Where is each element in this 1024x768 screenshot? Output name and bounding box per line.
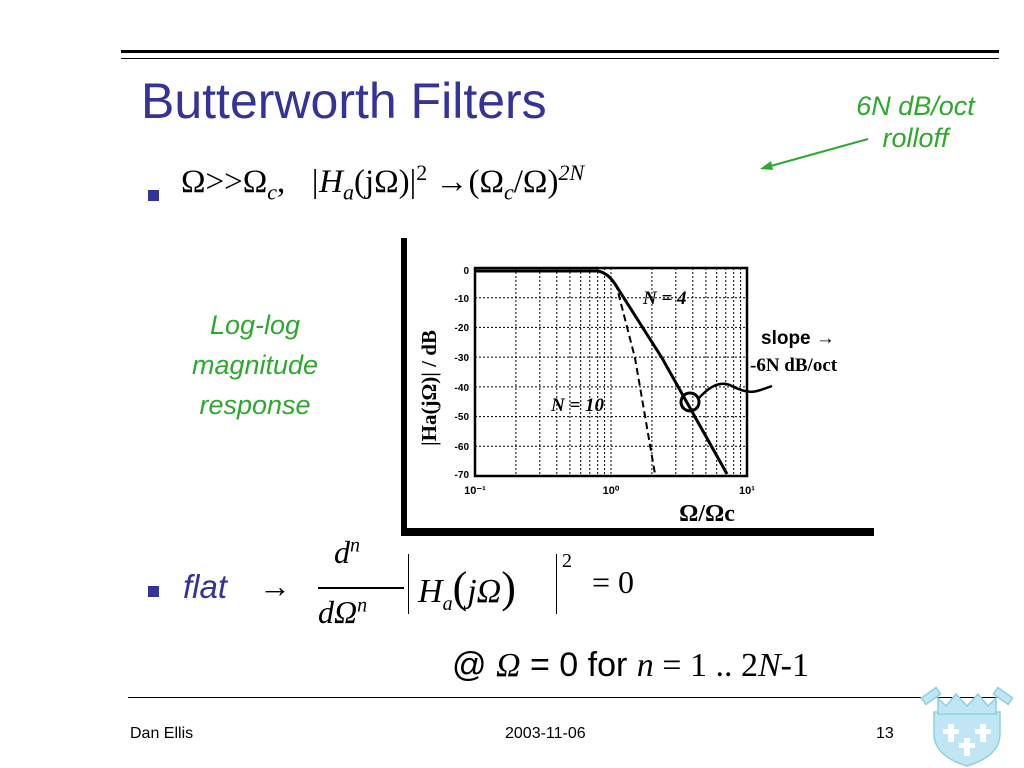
label-n4: N = 4	[642, 288, 687, 309]
abs-left-bar	[408, 554, 409, 614]
deriv-rhs: = 0	[592, 564, 635, 600]
eq1-sub-a: a	[342, 179, 354, 205]
flat-arrow: →	[259, 568, 291, 604]
loglog-line1: Log-log	[209, 310, 301, 340]
xtick-2: 10¹	[739, 485, 755, 497]
deriv-numerator: dn	[334, 534, 360, 570]
condition-line: @ Ω = 0 for n = 1 .. 2N-1	[452, 646, 809, 685]
slope-label-1: slope →	[761, 328, 835, 349]
cond-minus1: -1	[780, 647, 809, 684]
xtick-1: 10⁰	[603, 485, 620, 497]
footer-date: 2003-11-06	[505, 725, 586, 742]
loglog-line2: magnitude	[191, 350, 319, 380]
footer-author: Dan Ellis	[130, 725, 194, 742]
butterworth-response-figure: |Ha(jΩ)| / dB	[401, 238, 874, 536]
ytick-7: -70	[455, 470, 470, 481]
cond-n: n	[636, 647, 654, 684]
derivative-equation: dn dΩn Ha(jΩ) 2 = 0	[316, 532, 666, 647]
eq1-ratio-close: /Ω)	[513, 164, 559, 200]
bullet-2	[148, 586, 159, 597]
rolloff-arrow	[760, 138, 869, 170]
figure-ylabel: |Ha(jΩ)| / dB	[417, 330, 441, 446]
eq1-sub-c: c	[267, 179, 278, 205]
eq1-comma: ,	[277, 164, 286, 200]
eq1-arg: (jΩ)|	[353, 164, 417, 200]
abs-right-bar	[556, 554, 557, 614]
slope-label-2: -6N dB/oct	[750, 355, 838, 376]
abs-content: Ha(jΩ)	[418, 563, 516, 615]
loglog-annotation: Log-log magnitude response	[155, 305, 355, 425]
ytick-3: -30	[455, 353, 470, 364]
flat-label: flat	[183, 568, 228, 605]
bullet-1	[148, 190, 159, 201]
ytick-4: -40	[455, 383, 470, 394]
grid	[475, 268, 747, 476]
slope-marker	[679, 391, 701, 413]
eq1-H: |H	[310, 164, 343, 200]
eq1-arrow: →	[435, 164, 469, 200]
slide-title: Butterworth Filters	[141, 73, 547, 129]
ytick-0: 0	[463, 266, 469, 277]
eq1-sup-2N: 2N	[558, 160, 585, 185]
x-ticks: 10⁻¹ 10⁰ 10¹	[464, 485, 755, 497]
eq1-ratio-open: (Ω	[468, 164, 504, 200]
deriv-denominator: dΩn	[318, 594, 368, 630]
rolloff-annotation-line1: 6N dB/oct	[856, 91, 975, 121]
rolloff-annotation-line2: rolloff	[882, 123, 949, 153]
rolloff-equation: Ω>>Ωc, |Ha(jΩ)|2 →(Ωc/Ω)2N	[181, 160, 584, 206]
top-rule-thin	[121, 58, 999, 59]
cond-eq0: = 0 for	[520, 646, 637, 684]
eq1-sub-c2: c	[504, 179, 514, 205]
footer-page-number: 13	[876, 725, 894, 742]
label-n10: N = 10	[550, 395, 605, 416]
y-ticks: 0 -10 -20 -30 -40 -50 -60 -70	[455, 266, 470, 481]
curve-n10	[596, 270, 656, 475]
xtick-0: 10⁻¹	[464, 485, 486, 497]
top-rule-thick	[121, 50, 999, 53]
eq1-sup-2: 2	[416, 160, 428, 185]
cond-N: N	[757, 647, 781, 684]
footer-rule	[128, 697, 998, 698]
eq1-omega-gg: Ω>>Ω	[181, 164, 268, 200]
cond-at: @	[452, 646, 496, 684]
slope-pointer	[698, 382, 773, 399]
figure-xlabel: Ω/Ωc	[679, 501, 735, 527]
loglog-line3: response	[199, 390, 311, 420]
cond-range: = 1 .. 2	[653, 647, 758, 684]
university-crest-logo	[920, 676, 1014, 767]
ytick-1: -10	[455, 294, 470, 305]
fraction-bar	[318, 587, 404, 589]
curve-n4	[475, 269, 729, 475]
response-plot: |Ha(jΩ)| / dB	[417, 266, 838, 527]
cond-omega: Ω	[495, 647, 521, 684]
rolloff-annotation: 6N dB/oct rolloff	[828, 90, 1003, 154]
ytick-5: -50	[455, 412, 470, 423]
ytick-2: -20	[455, 323, 470, 334]
ytick-6: -60	[455, 442, 470, 453]
abs-sup: 2	[562, 550, 572, 572]
